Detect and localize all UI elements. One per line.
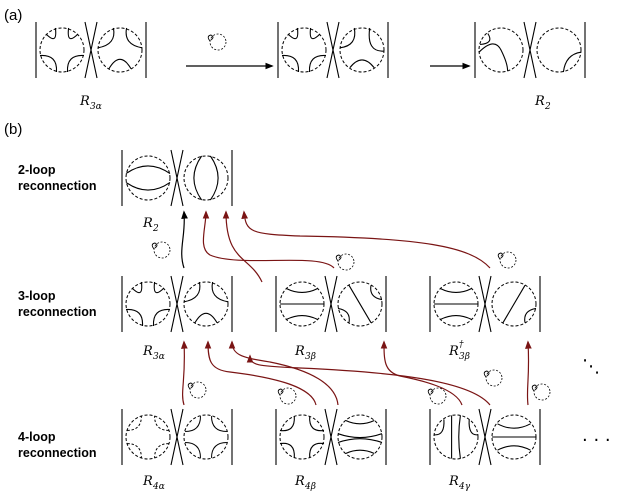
row-label-2loop-line2: reconnection	[18, 179, 97, 193]
mini-loop-r2-3	[497, 251, 517, 269]
row-label-4loop-line2: reconnection	[18, 446, 97, 460]
diagram-layer	[35, 21, 586, 466]
mini-loop-r3-5	[531, 383, 551, 401]
diagram-r3beta-dagger	[429, 275, 541, 333]
arrow-r4a-to-r3a	[180, 340, 188, 406]
svg-text:R: R	[294, 474, 305, 489]
diagram-r4beta	[275, 408, 387, 466]
arrow-extra-to-r2	[222, 210, 263, 283]
arrow-r3a-to-r2	[181, 210, 188, 269]
arrow-r4c-to-r3bd-2	[525, 340, 532, 406]
arrow-r3b-to-r2	[202, 210, 335, 269]
svg-text:3β: 3β	[459, 352, 470, 362]
diagram-r3beta	[275, 275, 387, 333]
arrow-r4b-to-r3a	[204, 340, 317, 406]
mini-loop-r3-2	[277, 387, 297, 405]
panel-a-label: (a)	[4, 7, 23, 24]
row-label-2loop-line1: 2-loop	[18, 163, 56, 177]
svg-text:R: R	[79, 94, 90, 109]
diagram-r2	[121, 149, 233, 207]
arrow-r3bd-to-r2	[241, 210, 491, 269]
svg-text:R: R	[142, 344, 153, 359]
svg-text:R: R	[294, 344, 305, 359]
mini-loop-r3-4	[483, 369, 503, 387]
svg-text:R: R	[534, 94, 545, 109]
svg-text:R: R	[142, 474, 153, 489]
svg-text:3β: 3β	[305, 352, 316, 362]
row-label-4loop-line1: 4-loop	[18, 430, 56, 444]
mini-loop-r2-1	[151, 241, 171, 259]
mini-loop-a	[207, 33, 227, 51]
svg-text:4α: 4α	[152, 482, 165, 491]
panel-b-label: (b)	[4, 121, 23, 138]
mini-loop-r3-3	[427, 387, 447, 405]
arrow-layer	[151, 33, 551, 406]
svg-text:2: 2	[544, 102, 551, 112]
svg-text:4γ: 4γ	[458, 482, 471, 491]
arrow-r4b-to-r3a-2	[228, 340, 339, 406]
diagram-r4gamma	[429, 408, 541, 466]
arrow-r4c-to-r3bd	[380, 340, 463, 406]
svg-text:3α: 3α	[153, 352, 165, 362]
ellipsis-horizontal: · · ·	[582, 430, 611, 451]
svg-text:R: R	[448, 344, 459, 359]
diagram-a-mid	[277, 21, 389, 79]
svg-text:R: R	[448, 474, 459, 489]
ellipsis-diagonal: ⋱	[582, 356, 600, 377]
svg-text:†: †	[459, 340, 464, 350]
diagram-r3alpha	[121, 275, 233, 333]
diagram-a-r3alpha	[35, 21, 147, 79]
mini-loop-r2-2	[335, 253, 355, 271]
svg-text:3α: 3α	[90, 102, 102, 112]
svg-text:2: 2	[152, 224, 159, 234]
diagram-a-r2	[474, 21, 586, 79]
svg-text:4β: 4β	[304, 482, 316, 491]
row-label-3loop-line2: reconnection	[18, 305, 97, 319]
diagram-r4alpha	[121, 408, 233, 466]
row-label-3loop-line1: 3-loop	[18, 289, 56, 303]
arrow-r4c-to-r3a	[246, 354, 491, 406]
svg-text:R: R	[142, 216, 153, 231]
mini-loop-r3-1	[187, 381, 207, 399]
